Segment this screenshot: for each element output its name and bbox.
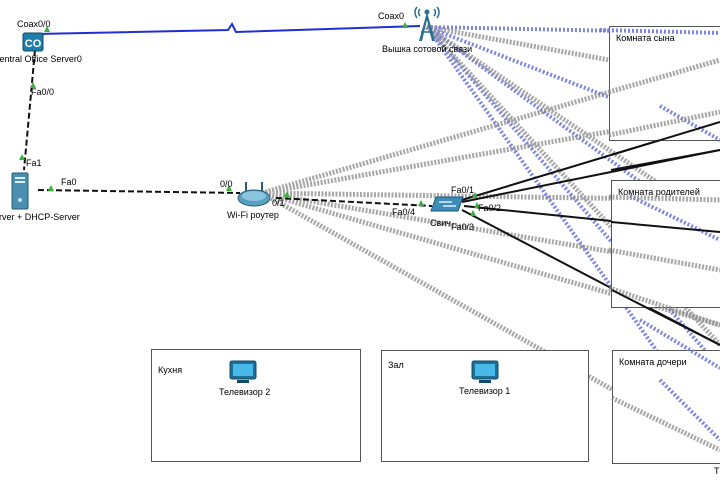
port-server-fa0: Fa0 [61,177,77,187]
wireless-link [426,24,720,83]
room-kitchen-label: Кухня [158,365,183,375]
dhcp-server[interactable] [10,172,30,210]
room-daughter-label: Комната дочери [619,357,687,367]
cell-tower[interactable] [414,6,440,42]
central-office-server-icon: CO [22,32,44,52]
link-status-indicators [19,22,719,440]
port-switch-fa04: Fa0/4 [392,207,416,217]
tv-icon [471,360,499,383]
tv-2-label: Телевизор 2 [219,387,271,397]
tv-1-label: Телевизор 1 [459,386,511,396]
tv-partial-label: Т [714,466,720,476]
link-up-indicator [48,185,54,191]
room-parents[interactable]: Комната родителей [611,180,720,308]
port-switch-fa03: Fa0/3 [451,222,475,232]
cell-tower-label: Вышка сотовой связи [382,44,473,54]
link-up-indicator [44,26,50,32]
link-up-indicator [226,185,232,191]
co-to-server-link [23,49,36,171]
dhcp-server-label: Server + DHCP-Server [0,212,80,222]
port-co-fa: Fa0/0 [31,87,55,97]
port-co-coax: Coax0/0 [17,19,51,29]
copper-links [23,49,433,207]
link-up-indicator [19,154,25,160]
link-up-indicator [30,82,36,88]
wifi-router-label: Wi-Fi роутер [227,210,279,220]
link-up-indicator [402,22,408,28]
link-up-indicator [284,191,290,197]
port-tower-coax: Coax0 [378,11,405,21]
room-hall-label: Зал [388,360,404,370]
server-to-router-link [37,189,241,194]
central-office-server[interactable]: CO [22,32,44,52]
port-router-00: 0/0 [220,179,233,189]
room-son-label: Комната сына [616,33,675,43]
cell-tower-icon [414,6,440,41]
switch-icon [430,196,464,212]
link-up-indicator [470,210,476,216]
tv-2[interactable] [228,360,258,386]
tv-1[interactable] [470,360,500,386]
link-up-indicator [474,202,480,208]
link-up-indicator [472,192,478,198]
switch-label: Свич [430,218,451,228]
router-to-switch-link [275,197,433,207]
room-daughter[interactable]: Комната дочери [612,350,720,464]
co-server-label: Central Office Server0 [0,54,82,64]
server-tower-icon [11,172,29,210]
port-switch-fa01: Fa0/1 [451,185,475,195]
coax-link [35,22,421,35]
wifi-router[interactable] [236,180,272,208]
port-router-01: 0/1 [272,198,285,208]
wireless-router-icon [237,182,271,207]
port-server-fa1: Fa1 [26,158,42,168]
room-son[interactable]: Комната сына [609,26,720,141]
link-up-indicator [418,200,424,206]
tv-icon [229,360,257,383]
room-parents-label: Комната родителей [618,187,700,197]
network-switch[interactable] [430,196,464,212]
co-badge: CO [25,38,42,50]
wireless-link [261,109,720,196]
wireless-link [261,190,720,273]
port-switch-fa02: Fa0/2 [478,203,502,213]
